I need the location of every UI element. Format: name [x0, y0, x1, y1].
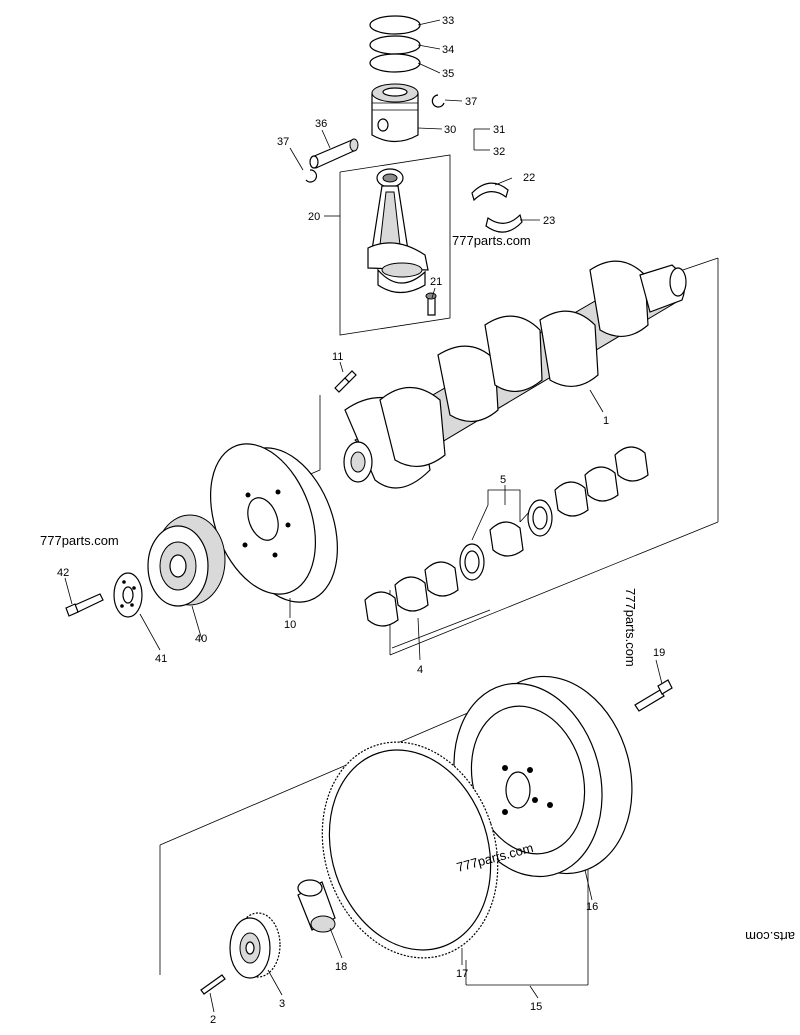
label-21: 21 — [430, 276, 442, 288]
label-5: 5 — [500, 474, 506, 486]
timing-gear-3 — [229, 912, 281, 979]
label-20: 20 — [308, 211, 320, 223]
conrod-bolt-21 — [425, 292, 437, 316]
label-4: 4 — [417, 664, 423, 676]
pulley-40 — [147, 514, 226, 607]
flywheel-bolt-19 — [634, 679, 673, 712]
main-bearings-4 — [364, 561, 459, 627]
label-34: 34 — [442, 44, 454, 56]
crank-webs — [344, 260, 649, 489]
label-37-left: 37 — [277, 136, 289, 148]
label-31: 31 — [493, 124, 505, 136]
piston-30 — [371, 83, 419, 143]
label-11: 11 — [332, 351, 343, 363]
piston-ring-35 — [369, 53, 421, 73]
label-15: 15 — [530, 1001, 542, 1013]
label-41: 41 — [155, 653, 167, 665]
watermark-corner: arts.com — [745, 929, 795, 944]
watermark-left: 777parts.com — [40, 533, 119, 548]
piston-ring-33 — [369, 15, 421, 35]
label-42: 42 — [57, 567, 69, 579]
piston-ring-34 — [369, 35, 421, 55]
thrust-bearings-5 — [459, 499, 553, 581]
dowel-pin-2 — [200, 974, 226, 995]
label-17: 17 — [456, 968, 468, 980]
bolt-42 — [65, 593, 104, 617]
circlip-37-left — [305, 169, 318, 183]
bolt-11 — [334, 370, 357, 393]
label-10: 10 — [284, 619, 296, 631]
part-number-labels: 33 34 35 37 30 31 32 36 37 20 22 23 21 1… — [57, 15, 665, 1026]
connecting-rod-20 — [367, 168, 429, 294]
label-16: 16 — [586, 901, 598, 913]
ring-gear-17 — [321, 741, 499, 959]
label-33: 33 — [442, 15, 454, 27]
washer-41 — [113, 572, 143, 618]
leader-lines — [64, 19, 663, 1013]
conrod-bearing-22 — [471, 182, 509, 202]
label-3: 3 — [279, 998, 285, 1010]
label-23: 23 — [543, 215, 555, 227]
conrod-bearing-23 — [485, 213, 523, 233]
label-32: 32 — [493, 146, 505, 158]
label-40: 40 — [195, 633, 207, 645]
piston-pin-36 — [309, 138, 359, 169]
label-36: 36 — [315, 118, 327, 130]
label-1: 1 — [603, 415, 609, 427]
main-bearings-upper — [554, 446, 649, 517]
watermark-top: 777parts.com — [452, 233, 531, 248]
label-18: 18 — [335, 961, 347, 973]
crankshaft-1 — [343, 260, 687, 489]
label-19: 19 — [653, 647, 665, 659]
watermark-vertical: 777parts.com — [623, 588, 638, 667]
label-2: 2 — [210, 1014, 216, 1026]
circlip-37-right — [431, 94, 445, 108]
sleeve-18 — [297, 879, 336, 933]
label-37-right: 37 — [465, 96, 477, 108]
vibration-damper-10 — [209, 443, 338, 603]
label-35: 35 — [442, 68, 454, 80]
flywheel-16 — [453, 675, 633, 878]
label-30: 30 — [444, 124, 456, 136]
label-22: 22 — [523, 172, 535, 184]
